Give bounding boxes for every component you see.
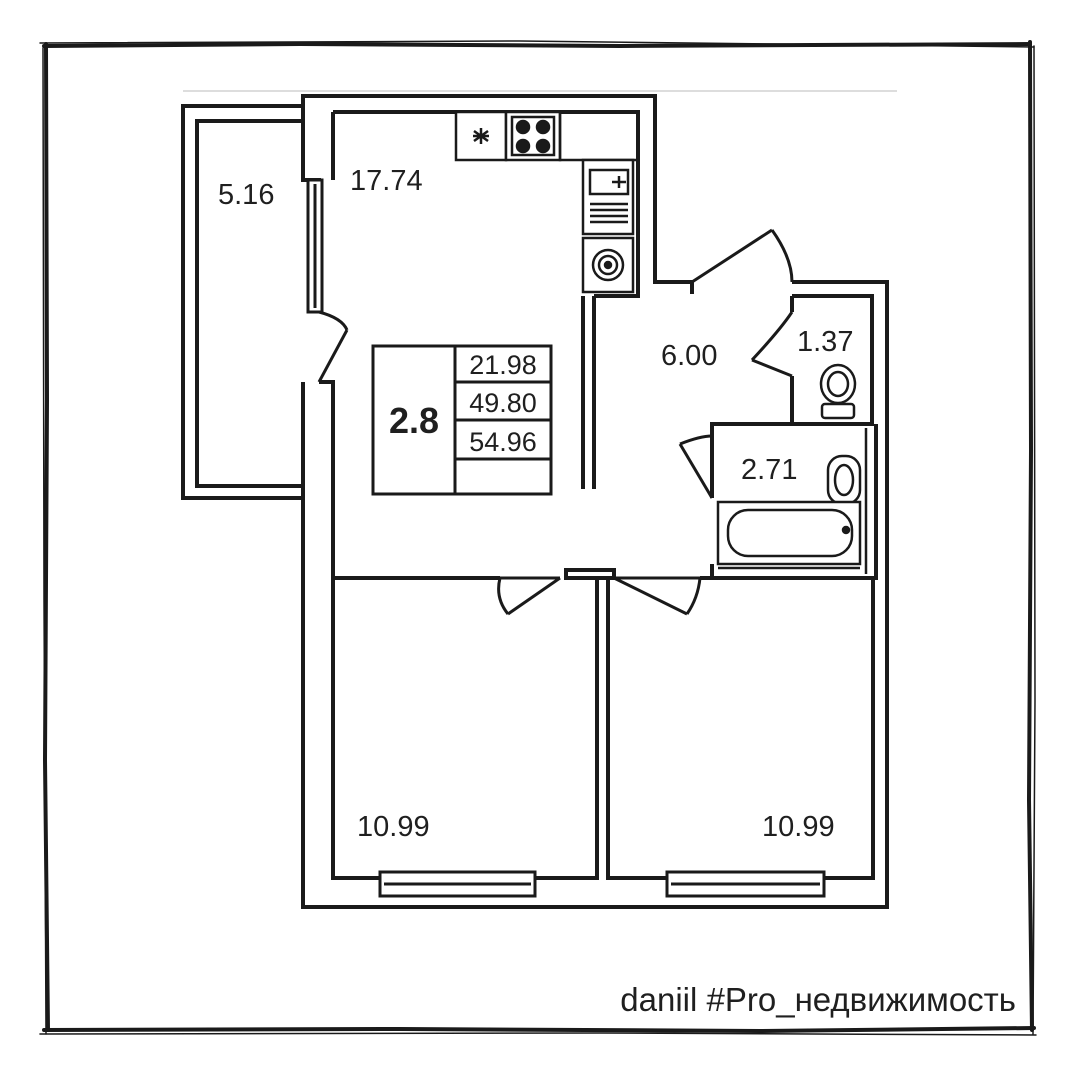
room-label-bedroom-left: 10.99 [357, 811, 430, 843]
door-swing-icon [317, 228, 794, 616]
room-label-kitchen-living: 17.74 [350, 165, 423, 197]
room-label-toilet: 1.37 [797, 326, 853, 358]
window-icon [306, 178, 826, 898]
bathtub-icon [716, 428, 868, 574]
toilet-icon [819, 363, 857, 420]
living-area-value: 21.98 [469, 350, 537, 380]
washing-machine-icon [581, 236, 635, 294]
area-summary-table: 2.8 21.98 49.80 54.96 [371, 344, 553, 496]
washbasin-icon [826, 454, 862, 506]
room-label-bathroom: 2.71 [741, 454, 797, 486]
countertop-edge [558, 112, 638, 162]
watermark-caption: daniil #Pro_недвижимость [620, 981, 1016, 1018]
ceiling-height-value: 2.8 [389, 400, 439, 441]
stove-icon [504, 110, 562, 162]
total-area-with-balcony-value: 54.96 [469, 427, 537, 457]
total-area-value: 49.80 [469, 388, 537, 418]
sink-icon [581, 158, 635, 236]
room-label-balcony: 5.16 [218, 179, 274, 211]
sketch-frame [39, 40, 1037, 1036]
room-label-hall: 6.00 [661, 340, 717, 372]
fridge-icon [454, 110, 508, 162]
room-label-bedroom-right: 10.99 [762, 811, 835, 843]
